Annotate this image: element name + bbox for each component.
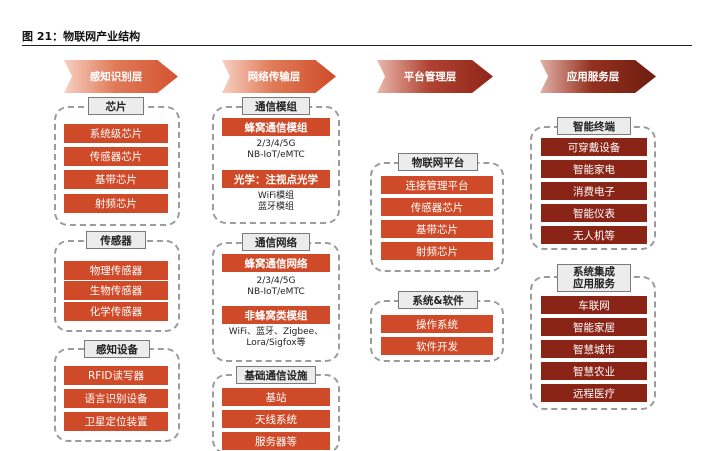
chip-item-sensor-chip: 传感器芯片 bbox=[64, 147, 168, 166]
terminal-item-drone: 无人机等 bbox=[541, 226, 647, 244]
figure-title: 图 21：物联网产业结构 bbox=[22, 30, 141, 43]
cellular-network-label: 蜂窝通信网络 bbox=[222, 254, 330, 272]
sensor-item-physical: 物理传感器 bbox=[64, 261, 168, 280]
layer-arrow-platform: 平台管理层 bbox=[377, 60, 493, 93]
terminal-item-meter: 智能仪表 bbox=[541, 204, 647, 222]
terminal-item-wearable: 可穿戴设备 bbox=[541, 138, 647, 156]
layer-label-platform: 平台管理层 bbox=[403, 71, 457, 83]
platform-item-rf: 射频芯片 bbox=[381, 242, 493, 260]
comm-module-group-title: 通信模组 bbox=[242, 97, 310, 115]
platform-item-baseband: 基带芯片 bbox=[381, 220, 493, 238]
cellular-module-label: 蜂窝通信模组 bbox=[222, 118, 330, 136]
infra-item-base-station: 基站 bbox=[222, 388, 330, 406]
infra-item-antenna: 天线系统 bbox=[222, 410, 330, 428]
layer-label-application: 应用服务层 bbox=[566, 71, 620, 83]
terminal-item-appliance: 智能家电 bbox=[541, 160, 647, 178]
sensing-device-group-title: 感知设备 bbox=[84, 340, 150, 358]
platform-item-connection: 连接管理平台 bbox=[381, 176, 493, 194]
smart-terminal-group-title: 智能终端 bbox=[557, 117, 631, 135]
platform-item-sensor-chip: 传感器芯片 bbox=[381, 198, 493, 216]
device-item-rfid: RFID读写器 bbox=[64, 366, 168, 385]
service-item-smart-city: 智慧城市 bbox=[541, 340, 647, 358]
service-item-telemedicine: 远程医疗 bbox=[541, 384, 647, 402]
optical-module-label: 光学：注视点光学 bbox=[222, 170, 330, 188]
cellular-module-specs: 2/3/4/5G NB-IoT/eMTC bbox=[247, 139, 305, 160]
layer-label-network: 网络传输层 bbox=[247, 71, 301, 83]
cellular-network-specs: 2/3/4/5G NB-IoT/eMTC bbox=[247, 276, 305, 297]
chip-group-title: 芯片 bbox=[88, 97, 144, 115]
layer-label-perception: 感知识别层 bbox=[89, 71, 143, 83]
title-divider bbox=[22, 45, 692, 46]
iot-platform-group-title: 物联网平台 bbox=[398, 153, 478, 171]
infra-group-title: 基础通信设施 bbox=[236, 366, 316, 384]
service-item-smart-home: 智能家居 bbox=[541, 318, 647, 336]
software-item-dev: 软件开发 bbox=[381, 337, 493, 355]
software-item-os: 操作系统 bbox=[381, 315, 493, 333]
sensor-item-chemical: 化学传感器 bbox=[64, 302, 168, 321]
infra-item-server: 服务器等 bbox=[222, 432, 330, 450]
system-service-group-title: 系统集成 应用服务 bbox=[557, 264, 631, 292]
layer-arrow-network: 网络传输层 bbox=[222, 60, 336, 93]
device-item-gnss: 卫星定位装置 bbox=[64, 412, 168, 431]
sensor-item-biological: 生物传感器 bbox=[64, 281, 168, 300]
comm-network-group-title: 通信网络 bbox=[242, 233, 310, 251]
chip-item-soc: 系统级芯片 bbox=[64, 124, 168, 143]
sensor-group-title: 传感器 bbox=[86, 231, 146, 249]
layer-arrow-perception: 感知识别层 bbox=[64, 60, 178, 93]
chip-item-rf: 射频芯片 bbox=[64, 194, 168, 213]
chip-item-baseband: 基带芯片 bbox=[64, 170, 168, 189]
service-item-agriculture: 智慧农业 bbox=[541, 362, 647, 380]
optical-module-specs: WiFi模组 蓝牙模组 bbox=[257, 191, 295, 212]
device-item-speech: 语言识别设备 bbox=[64, 389, 168, 408]
non-cellular-specs: WiFi、蓝牙、Zigbee、 Lora/Sigfox等 bbox=[228, 327, 324, 348]
system-software-group-title: 系统&软件 bbox=[398, 291, 478, 309]
non-cellular-label: 非蜂窝类模组 bbox=[222, 306, 330, 324]
layer-arrow-application: 应用服务层 bbox=[540, 60, 656, 93]
terminal-item-consumer: 消费电子 bbox=[541, 182, 647, 200]
service-item-vehicle: 车联网 bbox=[541, 296, 647, 314]
